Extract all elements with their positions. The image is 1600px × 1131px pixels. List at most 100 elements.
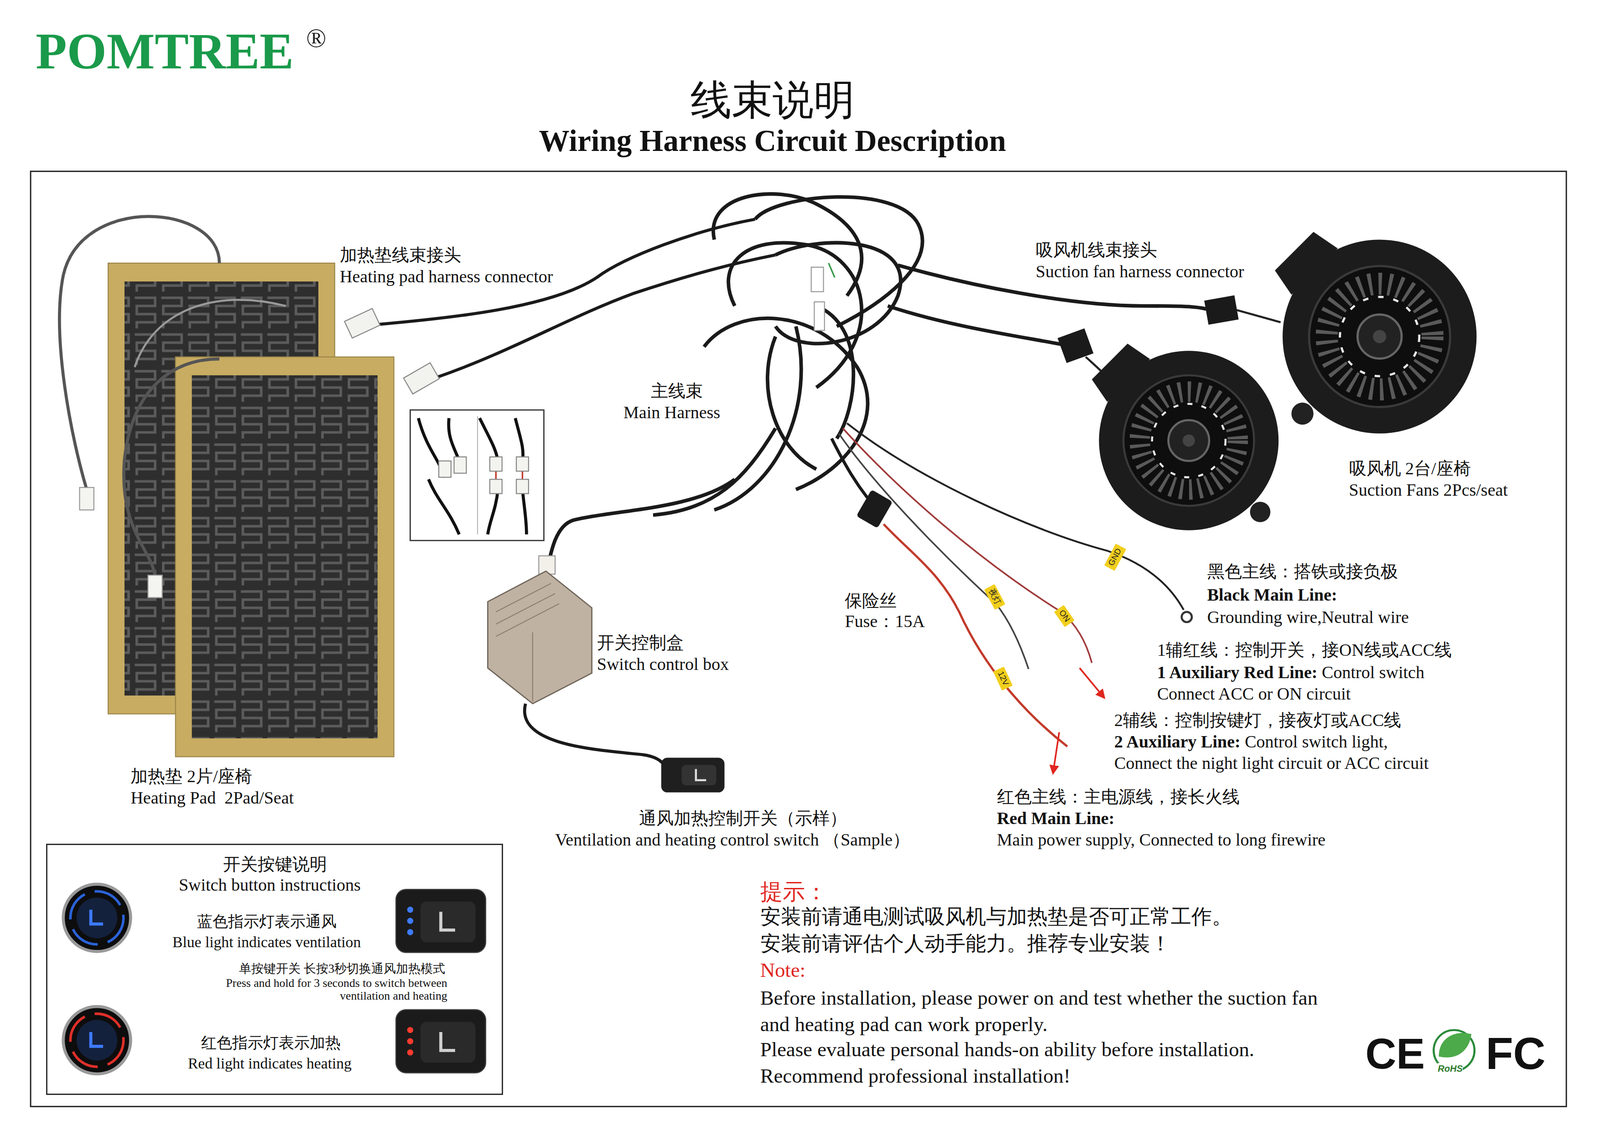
note-text: Please evaluate personal hands-on abilit…	[760, 1037, 1255, 1063]
wire	[883, 524, 1068, 747]
switch-icon	[407, 1038, 414, 1045]
suction-fan	[1152, 404, 1226, 478]
part-label: 黑色主线：搭铁或接负极	[1207, 561, 1398, 583]
inset-photo	[438, 461, 452, 478]
page-title: 线束说明	[690, 75, 855, 125]
part-label: 开关控制盒	[597, 632, 684, 654]
main-harness	[704, 318, 868, 490]
main-harness	[546, 479, 735, 572]
inset-photo	[477, 415, 478, 535]
suction-fan	[1274, 232, 1477, 434]
outer-frame	[30, 171, 1567, 1107]
button-icon	[76, 897, 118, 939]
box-text: 单按键开关 长按3秒切换通风加热模式	[238, 961, 446, 977]
suction-fan	[1182, 434, 1195, 447]
switch-icon	[440, 1032, 455, 1051]
inset-photo	[516, 479, 529, 494]
box-text: 蓝色指示灯表示通风	[197, 912, 337, 931]
note-text: Before installation, please power on and…	[760, 984, 1337, 1038]
note-text: Recommend professional installation!	[760, 1064, 1071, 1089]
button-icon	[63, 1006, 131, 1075]
heating-pad	[175, 357, 395, 758]
suction-fan	[1139, 391, 1238, 490]
main-harness	[728, 242, 862, 388]
part-label: Fuse：15A	[844, 611, 925, 633]
suction-fan	[1340, 296, 1420, 377]
note-text: 安装前请通电测试吸风机与加热垫是否可正常工作。	[760, 904, 1233, 930]
inset-photo	[418, 418, 527, 535]
rohs-logo	[1438, 1033, 1472, 1058]
suction-fan	[1091, 343, 1279, 531]
control-switch	[681, 764, 717, 786]
brand-logo: POMTREE	[35, 20, 294, 82]
part-label: 吸风机 2台/座椅	[1349, 458, 1471, 480]
tag-text: 12V	[995, 670, 1010, 687]
box-text: Press and hold for 3 seconds to switch b…	[179, 976, 447, 1003]
switch-icon	[407, 1027, 414, 1034]
button-icon	[76, 1019, 118, 1061]
suction-fan	[1309, 265, 1450, 407]
button-icon	[70, 891, 124, 945]
button-icon	[63, 1006, 131, 1075]
suction-fan	[1099, 350, 1279, 531]
suction-fan	[1250, 501, 1271, 523]
part-label: Red Main Line:	[997, 808, 1115, 830]
part-label: 1 Auxiliary Red Line:	[1157, 662, 1318, 684]
part-label: Suction Fans 2Pcs/seat	[1349, 479, 1508, 501]
harness-connector	[828, 263, 835, 278]
switch-icon	[420, 901, 476, 943]
harness-connector	[811, 267, 824, 292]
certification-mark: RoHS	[1437, 1063, 1463, 1075]
switch-icon	[395, 1009, 486, 1074]
box-text: Blue light indicates ventilation	[172, 933, 361, 952]
suction-fan	[1372, 329, 1387, 343]
certification-mark: CE	[1365, 1028, 1425, 1081]
part-label: Black Main Line:	[1207, 584, 1338, 606]
heating-pad-cable	[123, 358, 220, 578]
control-switch	[661, 758, 725, 793]
control-switch	[696, 768, 707, 781]
note-text: 安装前请评估个人动手能力。推荐专业安装！	[760, 931, 1171, 957]
note-heading: 提示：	[760, 878, 828, 906]
inset-photo	[410, 410, 544, 541]
inset-photo	[516, 457, 529, 472]
part-label: Main power supply, Connected to long fir…	[997, 829, 1326, 851]
box-text: Switch button instructions	[178, 874, 361, 896]
switch-icon	[420, 1022, 476, 1063]
heating-pad-connector-cable	[403, 362, 440, 394]
button-icon	[70, 1013, 124, 1067]
part-label: 加热垫 2片/座椅	[130, 766, 253, 788]
switch-icon	[407, 918, 414, 925]
certification-mark: FC	[1485, 1026, 1546, 1081]
part-label: 红色主线：主电源线，接长火线	[997, 786, 1240, 808]
part-label: Connect ACC or ON circuit	[1157, 683, 1351, 705]
switch-icon	[395, 889, 486, 953]
red-arrow	[1079, 668, 1105, 698]
heating-pad-cable	[59, 216, 220, 598]
switch-icon	[395, 1009, 486, 1074]
switch-icon	[440, 911, 455, 930]
part-label: Ventilation and heating control switch （…	[555, 829, 910, 851]
part-label: 保险丝	[844, 590, 897, 612]
inset-photo	[410, 410, 544, 541]
part-label: Suction fan harness connector	[1035, 261, 1245, 283]
part-label: 2 Auxiliary Line:	[1114, 731, 1241, 753]
tag-text: GND	[1106, 546, 1124, 568]
heating-pad-cable	[59, 216, 220, 490]
switch-icon	[407, 906, 414, 913]
main-harness	[653, 428, 776, 515]
control-switch	[661, 758, 725, 793]
red-arrow	[1053, 732, 1060, 774]
instruction-box: 开关按键说明Switch button instructions蓝色指示灯表示通…	[46, 843, 504, 1095]
suction-fan	[1282, 239, 1477, 434]
part-label: 1辅红线：控制开关，接ON线或ACC线	[1157, 639, 1452, 661]
part-label: Control switch	[1321, 662, 1425, 684]
fuse	[856, 489, 893, 529]
box-text: Red light indicates heating	[187, 1054, 352, 1073]
main-harness	[713, 193, 862, 296]
part-label: Control switch light,	[1244, 731, 1388, 753]
red-arrow	[1053, 668, 1105, 774]
part-label: 2辅线：控制按键灯，接夜灯或ACC线	[1114, 710, 1402, 732]
page-subtitle: Wiring Harness Circuit Description	[538, 122, 1006, 160]
wire	[1181, 612, 1192, 623]
